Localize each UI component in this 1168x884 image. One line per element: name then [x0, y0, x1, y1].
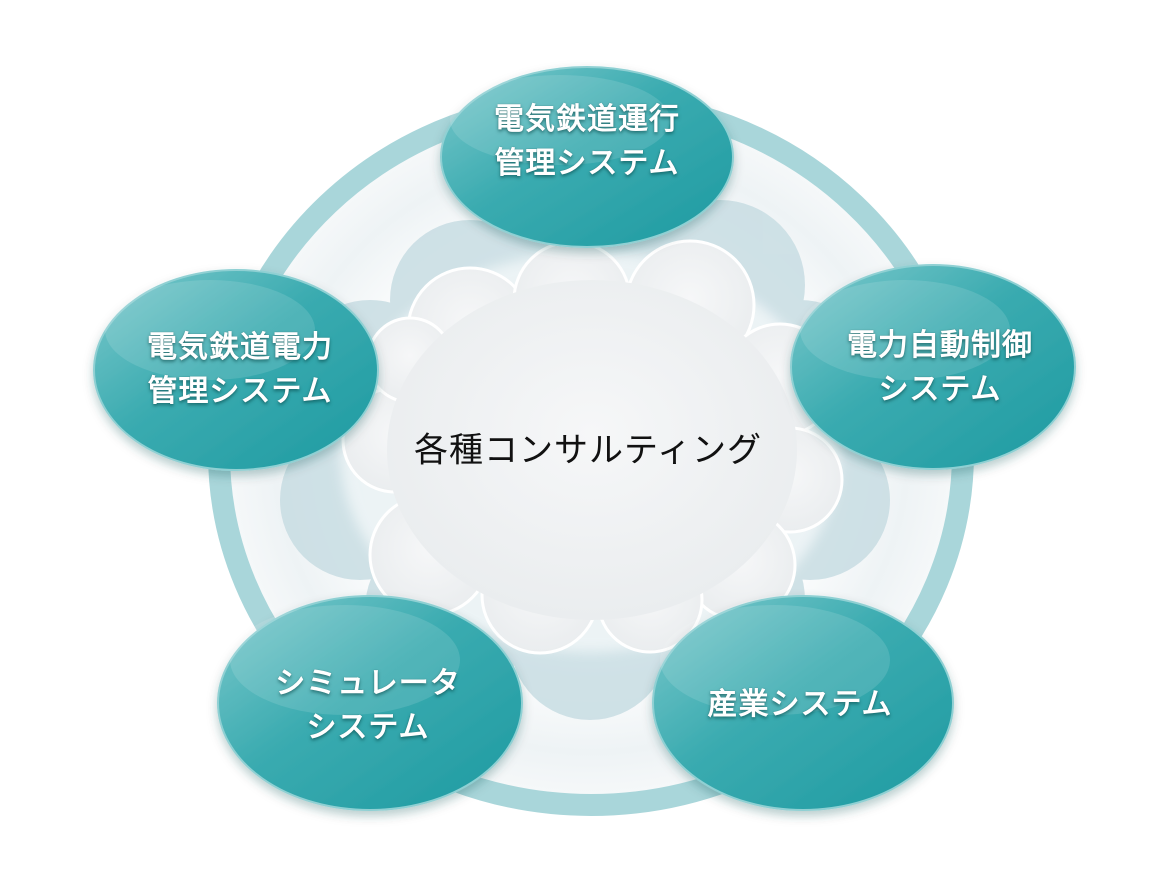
- node-bottom-right-shape: [652, 595, 954, 811]
- node-left-line1: 電気鉄道電力: [147, 330, 333, 365]
- node-top-line2: 管理システム: [494, 146, 680, 181]
- node-highlights: [105, 75, 1010, 715]
- node-right-line1: 電力自動制御: [847, 328, 1033, 363]
- node-left-shape: [93, 269, 379, 471]
- node-top-shape: [440, 66, 734, 248]
- node-left-label: 電気鉄道電力 管理システム: [147, 326, 333, 414]
- node-right-shape: [790, 264, 1076, 470]
- node-bottom-left-line2: システム: [306, 710, 430, 745]
- node-right-label: 電力自動制御 システム: [847, 324, 1033, 412]
- node-bottom-right-line1: 産業システム: [707, 687, 893, 722]
- node-left-line2: 管理システム: [147, 374, 333, 409]
- node-bottom-left-shape: [217, 595, 523, 811]
- node-top-line1: 電気鉄道運行: [494, 102, 680, 137]
- center-label: 各種コンサルティング: [414, 430, 762, 471]
- node-bottom-left-label: シミュレータ システム: [275, 662, 460, 750]
- node-bottom-left-line1: シミュレータ: [275, 666, 461, 701]
- cloud-shape: [340, 239, 844, 655]
- node-right-line2: システム: [878, 372, 1002, 407]
- node-top-label: 電気鉄道運行 管理システム: [494, 98, 680, 186]
- node-ellipses: [93, 66, 1076, 811]
- node-bottom-right-label: 産業システム: [707, 683, 892, 727]
